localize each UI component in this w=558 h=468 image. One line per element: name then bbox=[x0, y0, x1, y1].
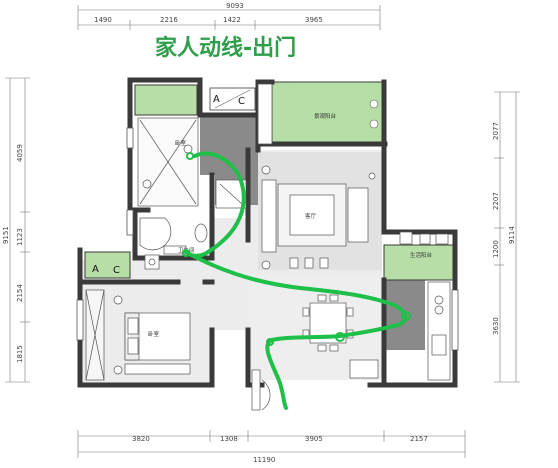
bedroom-top-balcony bbox=[134, 84, 198, 116]
dim-left-3: 2154 bbox=[16, 284, 24, 302]
dim-right-1: 2077 bbox=[492, 122, 500, 140]
dim-left-2: 1123 bbox=[16, 228, 24, 246]
dim-left-total: 9151 bbox=[2, 226, 10, 244]
dim-top-1: 1490 bbox=[94, 16, 112, 24]
route-node-bathroom bbox=[182, 249, 190, 257]
bottom-dimensions bbox=[77, 430, 466, 458]
bedroom-bottom-furniture bbox=[85, 289, 191, 381]
dim-top-4: 3965 bbox=[305, 16, 323, 24]
ac-top-c: C bbox=[238, 96, 245, 107]
dim-bottom-2: 1308 bbox=[220, 435, 238, 443]
dim-top-total: 9093 bbox=[226, 2, 244, 10]
dim-bottom-4: 2157 bbox=[410, 435, 428, 443]
balcony-view bbox=[271, 81, 385, 145]
dim-right-total: 9114 bbox=[508, 226, 516, 244]
bedroom-bottom-balcony bbox=[84, 251, 131, 279]
balcony-view-label: 景观阳台 bbox=[314, 112, 337, 120]
right-dimensions bbox=[494, 91, 520, 383]
top-dimensions bbox=[77, 5, 381, 30]
bathroom-fixtures bbox=[139, 217, 208, 270]
route-node-kitchen bbox=[401, 311, 411, 321]
living-room-furniture bbox=[261, 165, 376, 270]
living-room-label: 客厅 bbox=[305, 212, 317, 220]
bedroom-bottom-label: 卧室 bbox=[148, 330, 160, 338]
kitchen-fixtures bbox=[399, 231, 451, 381]
dim-bottom-1: 3820 bbox=[132, 435, 150, 443]
ac-unit-top: A C bbox=[209, 87, 256, 111]
family-route-line bbox=[184, 151, 408, 410]
balcony-life bbox=[383, 244, 455, 281]
dim-right-3: 1200 bbox=[492, 240, 500, 258]
route-node-bedroom bbox=[186, 152, 194, 160]
dim-right-2: 2207 bbox=[492, 192, 500, 210]
ac-unit-bottom: A C bbox=[92, 264, 120, 276]
ac-bottom-a: A bbox=[92, 264, 99, 275]
balcony-plants bbox=[369, 99, 379, 129]
diagram-title: 家人动线-出门 bbox=[155, 35, 296, 61]
bedroom-top-furniture bbox=[137, 117, 247, 209]
windows bbox=[76, 83, 459, 351]
dim-top-3: 1422 bbox=[223, 16, 241, 24]
dim-right-4: 3630 bbox=[492, 317, 500, 335]
balcony-life-label: 生活阳台 bbox=[410, 251, 433, 259]
dim-bottom-3: 3905 bbox=[305, 435, 323, 443]
dim-bottom-total: 11190 bbox=[253, 456, 275, 464]
entrance-door bbox=[251, 369, 271, 411]
bedroom-top-label: 卧室 bbox=[175, 139, 187, 147]
ac-bottom-c: C bbox=[113, 265, 120, 276]
dim-left-4: 1815 bbox=[16, 345, 24, 363]
left-dimensions bbox=[5, 77, 30, 383]
ac-top-a: A bbox=[213, 94, 220, 105]
route-node-entry bbox=[266, 338, 274, 346]
dim-left-1: 4059 bbox=[16, 144, 24, 162]
route-node-dining bbox=[335, 332, 345, 342]
dim-top-2: 2216 bbox=[160, 16, 178, 24]
